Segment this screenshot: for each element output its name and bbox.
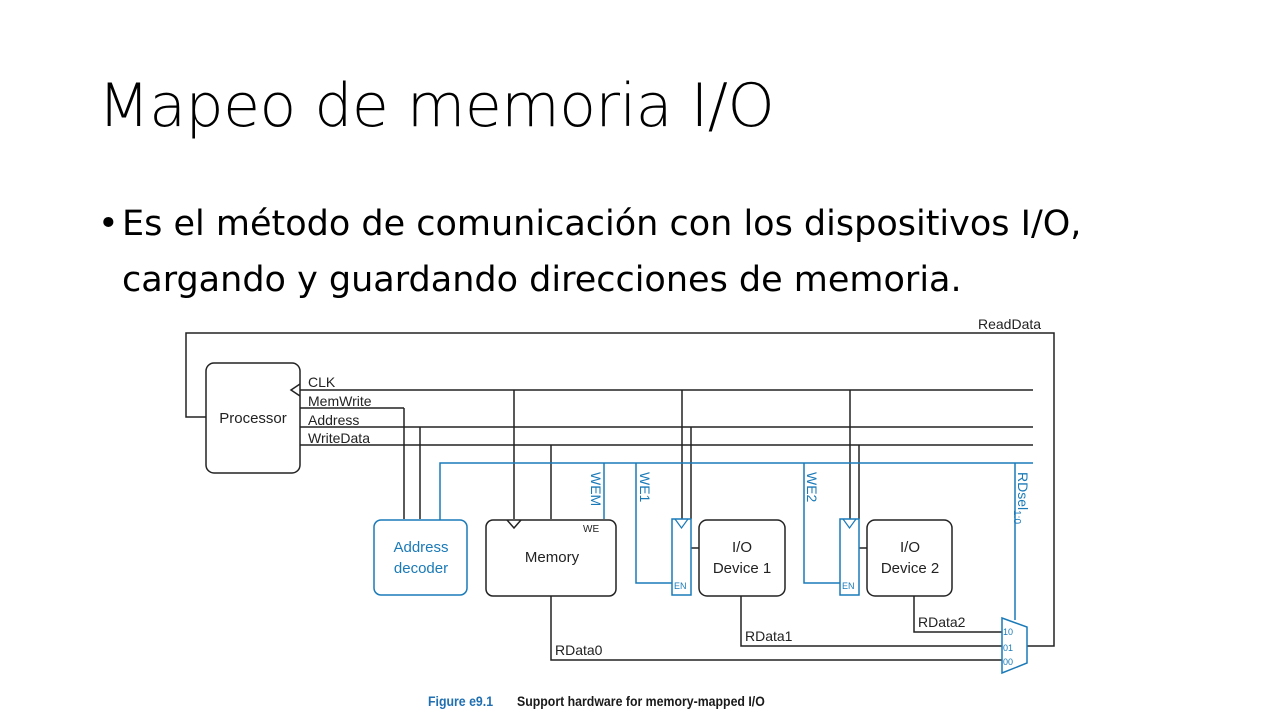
black-wires <box>185 332 1055 661</box>
register-2-en: EN <box>842 581 855 591</box>
memory-we-label: WE <box>583 524 599 535</box>
device-2-label-2: Device 2 <box>881 560 939 577</box>
decoder-label-1: Address <box>393 539 448 556</box>
blue-wires <box>439 462 1033 620</box>
mux-input-10: 10 <box>1003 627 1013 637</box>
device-2-label-1: I/O <box>900 539 920 556</box>
decoder-label-2: decoder <box>394 560 448 577</box>
label-rdata0: RData0 <box>555 642 603 658</box>
label-rdsel: RDsel1:0 <box>1011 472 1031 524</box>
mux-input-01: 01 <box>1003 643 1013 653</box>
register-1-en: EN <box>674 581 687 591</box>
bullet-line-2: cargando y guardando direcciones de memo… <box>122 260 962 300</box>
label-we1: WE1 <box>637 472 653 503</box>
bullet-point: • Es el método de comunicación con los d… <box>98 196 1218 308</box>
processor-label: Processor <box>219 410 287 427</box>
label-wem: WEM <box>588 472 604 506</box>
memory-mapped-io-diagram: Processor CLK MemWrite Address WriteData… <box>185 316 1055 675</box>
label-rdata2: RData2 <box>918 614 966 630</box>
label-readdata: ReadData <box>978 316 1041 332</box>
mux-input-00: 00 <box>1003 657 1013 667</box>
processor-block: Processor <box>205 362 301 474</box>
label-address: Address <box>308 412 359 428</box>
memory-label: Memory <box>525 549 580 566</box>
figure-caption-text: Support hardware for memory-mapped I/O <box>517 693 765 709</box>
figure-caption: Figure e9.1 Support hardware for memory-… <box>0 690 1280 712</box>
bullet-dot: • <box>98 204 119 244</box>
figure-number: Figure e9.1 <box>428 693 494 709</box>
slide-title: Mapeo de memoria I/O <box>98 71 775 141</box>
label-writedata: WriteData <box>308 430 370 446</box>
label-we2: WE2 <box>804 472 820 503</box>
label-rdata1: RData1 <box>745 628 793 644</box>
label-clk: CLK <box>308 374 336 390</box>
register-1: EN <box>671 518 692 596</box>
memory-block: WE Memory <box>485 519 617 597</box>
rdsel-subscript: 1:0 <box>1011 510 1022 524</box>
io-device-2-block: I/O Device 2 <box>866 519 953 597</box>
io-device-1-block: I/O Device 1 <box>698 519 786 597</box>
bullet-line-1: Es el método de comunicación con los dis… <box>122 204 1082 244</box>
address-decoder-block: Address decoder <box>373 519 468 596</box>
rdsel-main: RDsel <box>1015 472 1031 510</box>
device-1-label-2: Device 1 <box>713 560 771 577</box>
device-1-label-1: I/O <box>732 539 752 556</box>
read-data-mux: 10 01 00 <box>1001 616 1028 675</box>
label-memwrite: MemWrite <box>308 393 372 409</box>
register-2: EN <box>839 518 860 596</box>
